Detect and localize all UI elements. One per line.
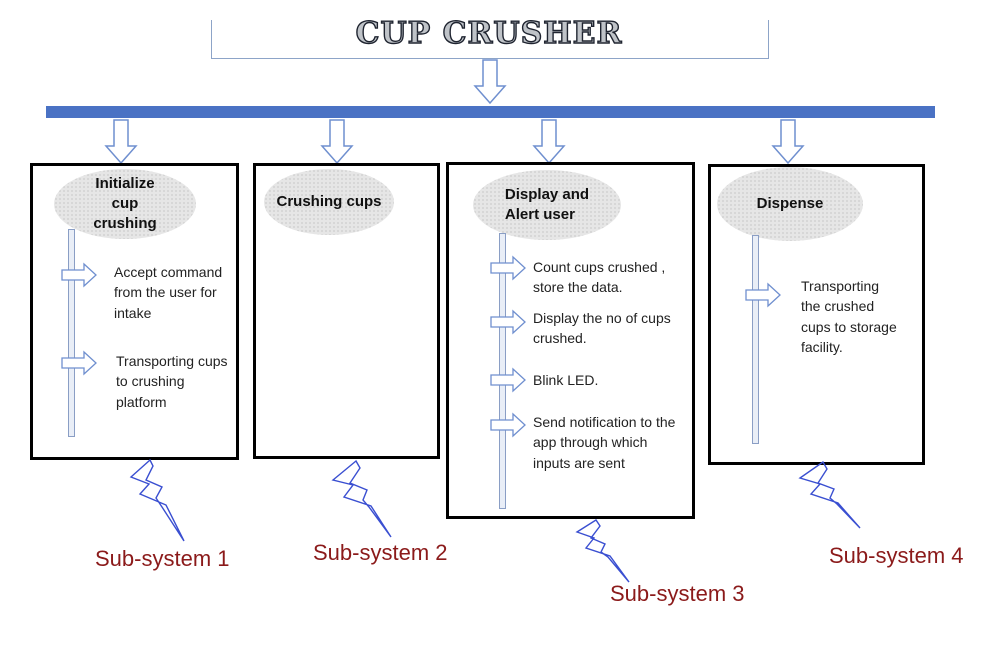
subsystem-2-heading: Crushing cups [264, 169, 394, 235]
lightning-icon-1 [129, 458, 185, 542]
arrow-icon [61, 350, 97, 376]
lightning-icon-4 [798, 460, 861, 529]
arrow-icon [61, 262, 97, 288]
bus-arrow-2 [320, 119, 354, 165]
subsystem-3-item-1: Count cups crushed ,store the data. [533, 259, 666, 296]
arrow-icon [490, 255, 526, 281]
arrow-icon [490, 412, 526, 438]
subsystem-3-flow-bar [499, 233, 506, 509]
arrow-icon [490, 367, 526, 393]
subsystem-1-label: Sub-system 1 [95, 546, 230, 571]
bus-arrow-1 [104, 119, 138, 165]
subsystem-4-flow-bar [752, 235, 759, 444]
arrow-icon [745, 282, 781, 308]
subsystem-2-label: Sub-system 2 [313, 540, 448, 565]
subsystem-4-label: Sub-system 4 [829, 543, 964, 568]
lightning-icon-3 [575, 519, 630, 583]
title-bracket [211, 20, 769, 59]
subsystem-3-item-3: Blink LED. [533, 372, 599, 388]
bus-arrow-3 [532, 119, 566, 165]
lightning-icon-2 [331, 459, 392, 538]
subsystem-4-heading: Dispense [717, 167, 863, 241]
title-down-arrow [473, 59, 507, 105]
arrow-icon [490, 309, 526, 335]
subsystem-1-flow-bar [68, 229, 75, 437]
bus-arrow-4 [771, 119, 805, 165]
diagram-title: CUP CRUSHER [355, 15, 623, 51]
system-bus [46, 106, 935, 118]
subsystem-3-label: Sub-system 3 [610, 581, 745, 606]
